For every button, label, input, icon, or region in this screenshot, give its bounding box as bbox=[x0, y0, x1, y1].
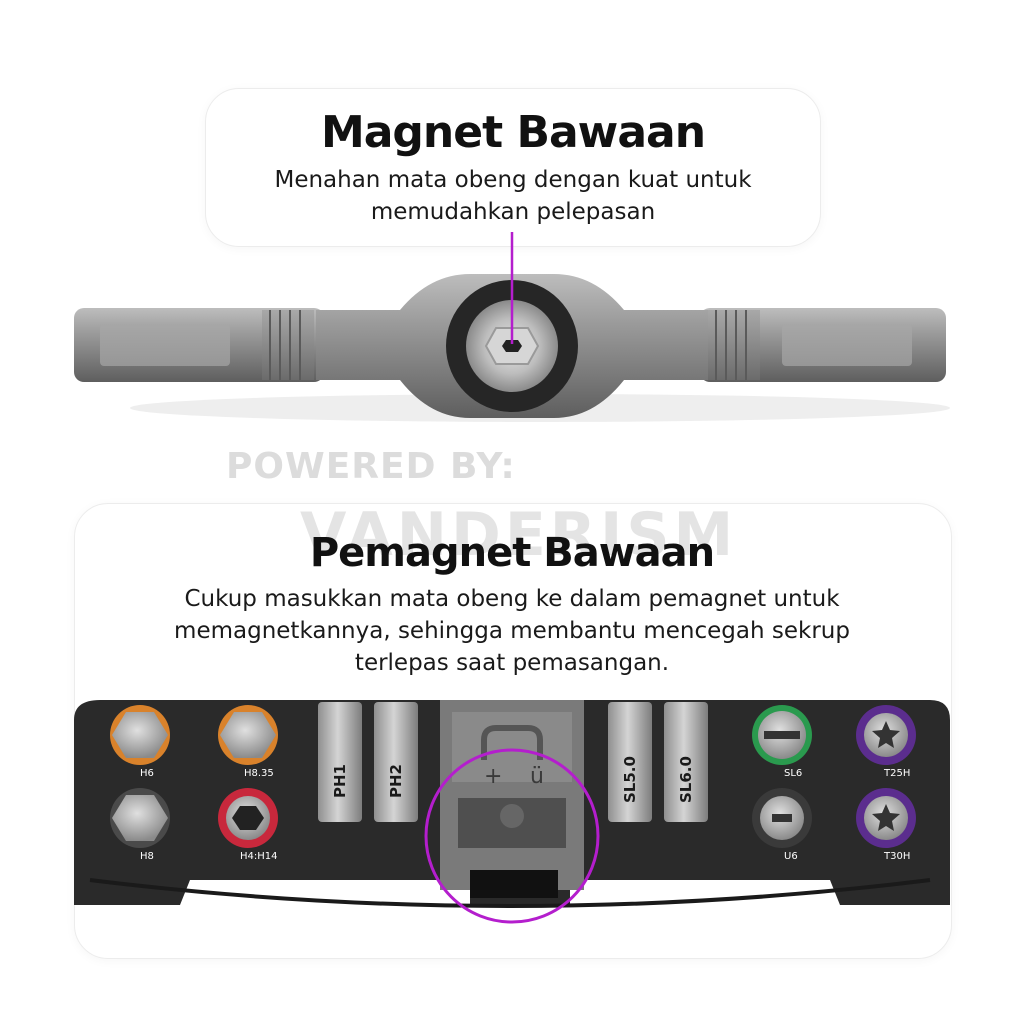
magnet-feature-card: Magnet Bawaan Menahan mata obeng dengan … bbox=[205, 88, 821, 247]
label-h8: H8 bbox=[140, 851, 154, 862]
magnetizer-description-line-1: Cukup masukkan mata obeng ke dalam pemag… bbox=[184, 586, 840, 612]
magnetizer-description-line-3: terlepas saat pemasangan. bbox=[354, 650, 670, 676]
magnetizer-highlight-circle bbox=[424, 748, 600, 924]
handle-left-grip bbox=[262, 310, 314, 380]
label-h6: H6 bbox=[140, 768, 154, 779]
label-ph2: PH2 bbox=[387, 764, 405, 798]
magnet-description-line-1: Menahan mata obeng dengan kuat untuk bbox=[274, 167, 752, 193]
bit-h6 bbox=[110, 705, 170, 765]
bit-h8 bbox=[110, 788, 170, 848]
socket-hole bbox=[502, 340, 522, 352]
label-t25h: T25H bbox=[884, 768, 911, 779]
label-sl6: SL6 bbox=[784, 768, 803, 779]
label-sl50: SL5.0 bbox=[621, 756, 639, 803]
label-u6: U6 bbox=[784, 851, 798, 862]
bit-h835 bbox=[218, 705, 278, 765]
powered-by-watermark: POWERED BY: bbox=[226, 446, 516, 487]
bit-u6 bbox=[752, 788, 812, 848]
magnetize-plus-symbol: + bbox=[484, 764, 503, 789]
label-t30h: T30H bbox=[884, 851, 911, 862]
handle-left-flat bbox=[100, 324, 230, 366]
label-sl60: SL6.0 bbox=[677, 756, 695, 803]
demagnetize-symbol: ü bbox=[530, 764, 544, 789]
bit-t30h bbox=[856, 788, 916, 848]
brand-watermark: VANDERISM bbox=[300, 500, 738, 570]
bit-sl60 bbox=[664, 702, 708, 822]
label-h835: H8.35 bbox=[244, 768, 274, 779]
bit-ph2 bbox=[374, 702, 418, 822]
label-ph1: PH1 bbox=[331, 764, 349, 798]
bit-sl50 bbox=[608, 702, 652, 822]
handle-right-flat bbox=[782, 324, 912, 366]
magnetizer-description-line-2: memagnetkannya, sehingga membantu menceg… bbox=[174, 618, 850, 644]
magnetizer-block bbox=[440, 700, 584, 898]
magnet-title: Magnet Bawaan bbox=[320, 107, 706, 158]
bit-sl6 bbox=[752, 705, 812, 765]
magnet-description-line-2: memudahkan pelepasan bbox=[370, 199, 656, 225]
bit-t25h bbox=[856, 705, 916, 765]
bit-h4h14 bbox=[218, 788, 278, 848]
handle-right-grip bbox=[708, 310, 760, 380]
magnetizer-title: Pemagnet Bawaan bbox=[309, 530, 715, 576]
label-h4h14: H4:H14 bbox=[240, 851, 278, 862]
tray-edge bbox=[89, 878, 931, 909]
bit-ph1 bbox=[318, 702, 362, 822]
